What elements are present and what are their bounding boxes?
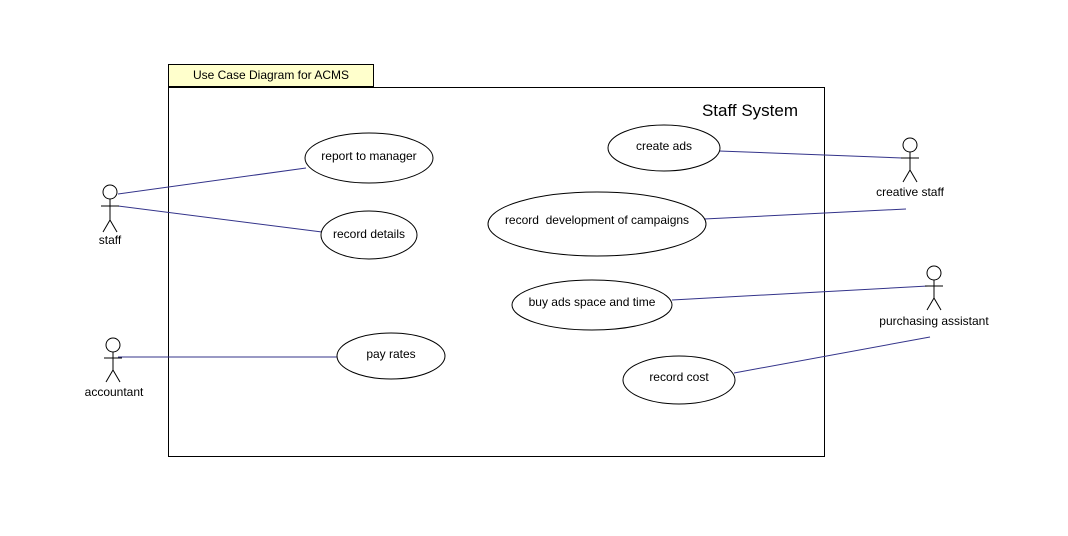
assoc-buy-ads-purchasing[interactable] [671,285,929,301]
stick-figure-icon [104,337,122,383]
actor-label: creative staff [876,185,944,199]
stick-figure-icon [101,184,119,233]
use-case-record-cost[interactable]: record cost [622,355,736,405]
stick-figure-icon [901,137,919,183]
actor-purchasing-assistant[interactable]: purchasing assistant [879,265,989,328]
use-case-label: create ads [636,139,692,153]
package-tab: Use Case Diagram for ACMS [168,64,374,87]
stick-figure-icon [925,265,943,311]
assoc-staff-record-details[interactable] [117,205,323,233]
assoc-record-dev-creative[interactable] [703,208,907,220]
use-case-label: record details [333,227,405,241]
use-case-pay-rates[interactable]: pay rates [336,332,446,380]
assoc-record-cost-purchasing[interactable] [733,336,931,374]
use-case-label: report to manager [321,149,416,163]
use-case-label: pay rates [366,347,415,361]
associations [117,150,931,374]
use-case-report-to-manager[interactable]: report to manager [304,132,434,184]
actor-creative-staff[interactable]: creative staff [876,137,945,199]
actor-staff[interactable]: staff [99,184,122,247]
assoc-create-ads-creative[interactable] [718,150,903,159]
use-case-label: record cost [649,370,709,384]
actor-label: purchasing assistant [879,314,989,328]
actor-label: accountant [85,385,144,399]
use-case-record-details[interactable]: record details [320,210,418,260]
use-case-create-ads[interactable]: create ads [607,124,721,172]
assoc-staff-report[interactable] [117,167,307,195]
system-title: Staff System [701,101,798,120]
actor-accountant[interactable]: accountant [85,337,144,399]
use-case-label: buy ads space and time [529,295,656,309]
use-case-buy-ads-space[interactable]: buy ads space and time [511,279,673,331]
use-case-label: record development of campaigns [505,213,689,227]
actor-label: staff [99,233,122,247]
use-case-record-development[interactable]: record development of campaigns [487,191,707,257]
system-boundary: Staff System [168,87,825,457]
